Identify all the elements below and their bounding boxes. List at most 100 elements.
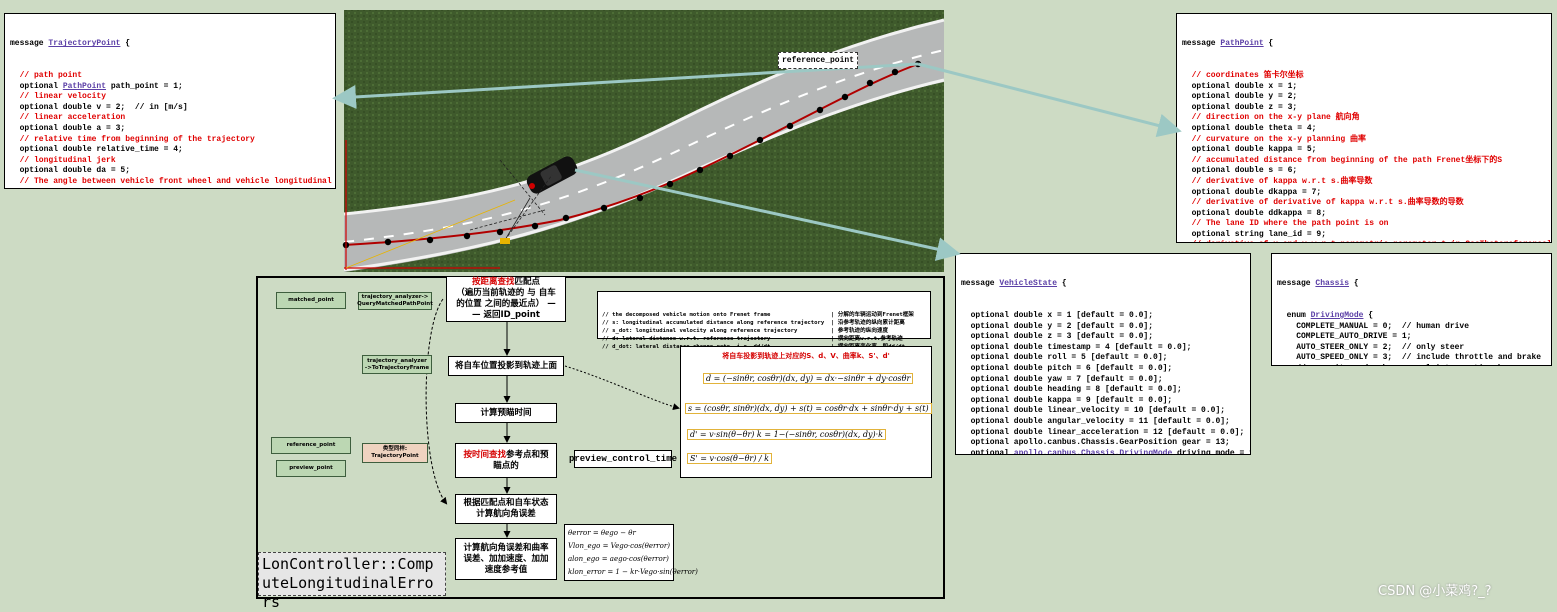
trajectory-points: [342, 60, 922, 249]
step-compute-preview-time: 计算预瞄时间: [455, 403, 557, 423]
lon-controller-title: LonController::ComputeLongitudinalErrors: [258, 552, 446, 611]
code-line: optional double a = 3;: [10, 123, 126, 133]
lane-dashes: [343, 49, 945, 243]
code-line: optional double kappa = 5;: [1182, 145, 1317, 155]
code-line: optional apollo.canbus.Chassis.DrivingMo…: [961, 448, 1250, 455]
trajectory-dot: [531, 222, 539, 230]
frenet-row: // the decomposed vehicle motion onto Fr…: [602, 311, 926, 319]
error-formula-3: klon_error = 1 − kr·Vego·sin(θerror): [568, 568, 698, 576]
code-line: // derivative of kappa w.r.t s.曲率导数: [1182, 176, 1373, 186]
path-point-header: message PathPoint {: [1182, 39, 1274, 49]
code-line: // derivative of x and y w.r.t parametri…: [1182, 240, 1551, 242]
trajectory-point-code-box: message TrajectoryPoint { // path point …: [4, 13, 336, 189]
formula-d: d = (−sinθr, cosθr)(dx, dy) = dx·−sinθr …: [703, 373, 914, 384]
code-line: optional double z = 3;: [1182, 102, 1298, 112]
error-formula-2: alon_ego = aego·cos(θerror): [568, 555, 669, 563]
code-line: optional double da = 5;: [10, 166, 131, 176]
chassis-header: message Chassis {: [1277, 279, 1359, 289]
code-line: optional double s = 6;: [1182, 166, 1298, 176]
code-line: // linear velocity: [10, 92, 107, 102]
trajectory-dot: [562, 214, 570, 222]
trajectory-dot: [866, 79, 874, 87]
code-line: optional double v = 2; // in [m/s]: [10, 102, 188, 112]
step1-highlight: 按距离查找: [471, 277, 515, 287]
code-line: optional double x = 1 [default = 0.0];: [961, 310, 1154, 320]
chassis-code-box: message Chassis { enum DrivingMode { COM…: [1271, 253, 1552, 366]
preview-control-time-label: preview_control_time: [569, 450, 677, 468]
message-type-link[interactable]: Chassis: [1315, 279, 1350, 289]
code-line: optional double heading = 8 [default = 0…: [961, 385, 1182, 395]
frenet-chinese: | 分解的车辆运动到Frenet框架: [831, 312, 914, 318]
trajectory-dot: [914, 60, 922, 68]
trajectory-dot: [496, 228, 504, 236]
trajectory-dot: [696, 166, 704, 174]
code-line: optional double kappa = 9 [default = 0.0…: [961, 395, 1173, 405]
reference-point-scene-label: reference_point: [778, 52, 858, 69]
trajectory-dot: [463, 232, 471, 240]
frenet-english: // d: lateral distance w.r.t. reference …: [602, 336, 832, 342]
road-edge-inner: [343, 78, 945, 272]
formula-d-dot-k: d' = v·sin(θ−θr) k = 1−(−sinθr, cosθr)(d…: [687, 429, 887, 440]
trajectory-dot: [816, 106, 824, 114]
trajectory-dot: [841, 93, 849, 101]
origin-ray: [345, 199, 516, 269]
trajectory-dot: [786, 122, 794, 130]
trajectory-dot: [600, 204, 608, 212]
arrow-to-path-point: [917, 62, 1182, 138]
step-compute-heading-error: 根据匹配点和自车状态 计算航向角误差: [455, 494, 557, 524]
message-type-link[interactable]: PathPoint: [1220, 39, 1264, 49]
frenet-row: // d: lateral distance w.r.t. reference …: [602, 335, 926, 343]
code-line: optional double steer = 6;: [10, 188, 330, 189]
step4-text: 参考点和预 瞄点的: [493, 449, 549, 471]
frenet-english: // the decomposed vehicle motion onto Fr…: [602, 312, 832, 318]
frenet-english: // s: longitudinal accumulated distance …: [602, 320, 832, 326]
vehicle: [526, 156, 578, 194]
code-line: enum DrivingMode {: [1277, 310, 1374, 320]
code-line: optional double z = 3 [default = 0.0];: [961, 332, 1154, 342]
trajectory-dot: [342, 241, 350, 249]
code-line: optional double linear_velocity = 10 [de…: [961, 406, 1226, 416]
error-formula-box: θerror = θego − θr Vlon_ego = Vego·cos(θ…: [564, 524, 698, 581]
code-line: // linear acceleration: [10, 113, 126, 123]
formula-s: s = (cosθr, sinθr)(dx, dy) + s(t) = cosθ…: [685, 403, 932, 414]
type-link[interactable]: DrivingMode: [1310, 310, 1364, 320]
message-type-link[interactable]: VehicleState: [999, 279, 1058, 289]
trajectory-dot: [384, 238, 392, 246]
step4-highlight: 按时间查找: [463, 449, 506, 460]
formula-title: 将自车投影到轨迹上对应的S、d、V、曲率k、S'、d': [722, 352, 890, 360]
grass-background: [344, 10, 944, 272]
frenet-frame-table: // the decomposed vehicle motion onto Fr…: [597, 291, 931, 350]
frenet-chinese: | 参考轨迹的纵向速度: [831, 328, 889, 334]
trajectory-point-lines: // path point optional PathPoint path_po…: [10, 71, 332, 189]
code-line: optional double roll = 5 [default = 0.0]…: [961, 353, 1168, 363]
code-line: optional double x = 1;: [1182, 81, 1298, 91]
tag-preview-point: preview_point: [276, 460, 346, 477]
code-line: optional double y = 2;: [1182, 92, 1298, 102]
code-line: // longitudinal jerk: [10, 155, 116, 165]
code-line: optional double ddkappa = 8;: [1182, 208, 1327, 218]
code-line: optional double linear_acceleration = 12…: [961, 427, 1245, 437]
code-line: optional double theta = 4;: [1182, 123, 1317, 133]
step-find-reference-preview: 按时间查找参考点和预 瞄点的: [455, 443, 557, 478]
code-line: optional PathPoint path_point = 1;: [10, 81, 183, 91]
step-find-matched-point: 按距离查找匹配点 （遍历当前轨迹的 与 自车 的位置 之间的最近点） — — 返…: [446, 276, 566, 322]
reference-trajectory: [343, 63, 919, 246]
error-formula-1: Vlon_ego = Vego·cos(θerror): [568, 542, 670, 550]
code-line: AUTO_STEER_ONLY = 2; // only steer: [1277, 342, 1465, 352]
trajectory-dot: [756, 136, 764, 144]
road-edge-outer: [343, 18, 945, 216]
code-line: optional double y = 2 [default = 0.0];: [961, 321, 1154, 331]
frenet-row: // s: longitudinal accumulated distance …: [602, 319, 926, 327]
frenet-rows: // the decomposed vehicle motion onto Fr…: [602, 311, 926, 351]
code-line: COMPLETE_MANUAL = 0; // human drive: [1277, 321, 1470, 331]
type-link[interactable]: apollo.canbus.Chassis.DrivingMode: [1013, 448, 1173, 455]
code-line: // security mode when manual interventio…: [1277, 364, 1546, 365]
formula-s-dot: S' = v·cos(θ−θr) / k: [687, 453, 772, 464]
code-line: // coordinates 笛卡尔坐标: [1182, 70, 1304, 80]
trajectory-dot: [726, 152, 734, 160]
message-type-link[interactable]: TrajectoryPoint: [48, 39, 121, 49]
type-link[interactable]: PathPoint: [62, 81, 107, 91]
error-formula-0: θerror = θego − θr: [568, 529, 636, 537]
frenet-chinese: | 横向距离w.r.t.参考轨迹: [831, 336, 903, 342]
step-project-to-trajectory: 将自车位置投影到轨迹上面: [448, 356, 564, 376]
